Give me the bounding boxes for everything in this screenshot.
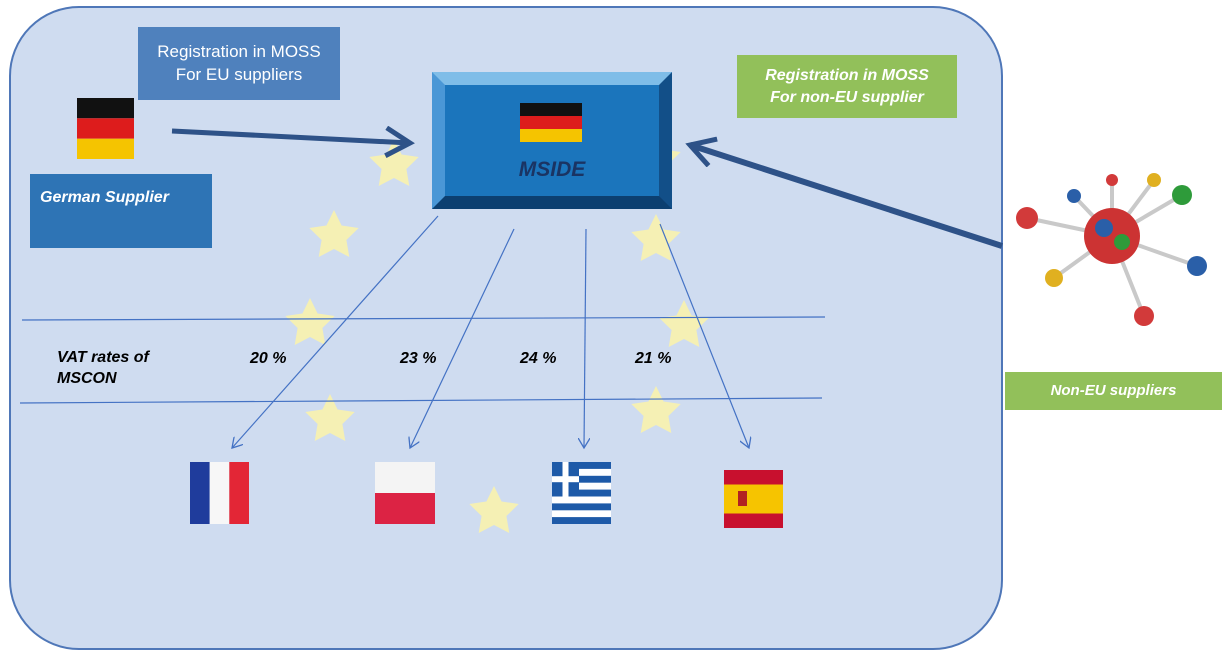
arrow-german-to-mside xyxy=(171,131,410,143)
germany-flag xyxy=(77,98,134,159)
arrow-to-spain xyxy=(659,223,749,448)
arrow-to-greece xyxy=(584,228,586,448)
germany-flag xyxy=(520,103,582,142)
vat-rate-france: 20 % xyxy=(250,350,287,367)
vat-rate-poland: 23 % xyxy=(400,350,437,367)
vat-rates-label: VAT rates of MSCON xyxy=(57,348,197,390)
poland-flag xyxy=(375,462,435,524)
arrow-to-poland xyxy=(410,228,515,448)
registration-non-eu-line2: For non-EU supplier xyxy=(770,88,924,106)
non-eu-suppliers-label: Non-EU suppliers xyxy=(1005,372,1222,410)
spain-flag xyxy=(724,470,783,528)
registration-non-eu-line1: Registration in MOSS xyxy=(765,66,929,84)
spain-coat-of-arms-icon xyxy=(738,491,747,506)
greece-flag xyxy=(552,462,611,524)
vat-rates-line1: VAT rates of xyxy=(57,349,149,366)
vat-rates-line2: MSCON xyxy=(57,369,117,387)
mside-box: MSIDE xyxy=(432,72,672,209)
table-rule-top xyxy=(21,316,826,321)
registration-non-eu-label: Registration in MOSS For non-EU supplier xyxy=(737,55,957,118)
german-supplier-label: German Supplier xyxy=(30,174,212,248)
arrow-non-eu-to-mside xyxy=(690,145,1003,249)
vat-rate-greece: 24 % xyxy=(520,350,557,367)
arrow-to-france xyxy=(232,215,439,448)
france-flag xyxy=(190,462,249,524)
registration-eu-label: Registration in MOSS For EU suppliers xyxy=(138,27,340,100)
table-rule-bottom xyxy=(19,397,823,404)
global-network-graphic xyxy=(1016,173,1207,326)
mside-label: MSIDE xyxy=(518,158,586,181)
vat-rate-spain: 21 % xyxy=(635,350,672,367)
